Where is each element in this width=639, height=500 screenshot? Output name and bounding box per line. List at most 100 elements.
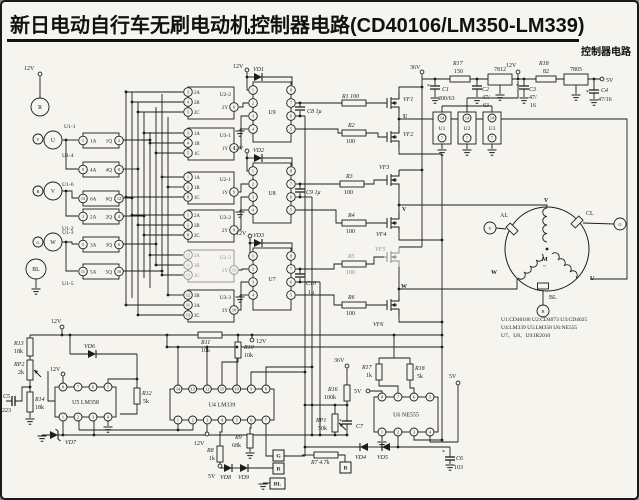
wire (366, 256, 384, 265)
label: * (516, 84, 519, 90)
pin-number: 12 (205, 387, 209, 392)
junction-dot (160, 175, 164, 179)
terminal-dot (455, 380, 461, 386)
gate-in-label: 5A (90, 270, 97, 276)
pin-circle (246, 415, 256, 425)
junction-dot (310, 403, 314, 407)
label: VF1 (403, 97, 413, 103)
pot-arrow (34, 370, 38, 374)
label: R11 (200, 340, 210, 346)
label: R18 (538, 61, 549, 67)
pin-number: 6 (250, 418, 253, 423)
terminal-dot (515, 69, 521, 75)
label: VF4 (376, 231, 386, 238)
label: 12V (256, 339, 267, 345)
label: 1μ (308, 290, 314, 296)
gate-in-label: 1C (194, 152, 200, 157)
capacitor-c9 (295, 188, 305, 193)
wire (62, 241, 78, 245)
power-stub-u2 (457, 111, 477, 145)
gate-u1-4 (82, 161, 120, 178)
mosfet-drain (391, 170, 400, 177)
pin-circle (78, 211, 88, 222)
junction-dot (310, 365, 314, 369)
label: 12V (24, 66, 35, 72)
gate-out-label: 2Y (222, 106, 229, 111)
label: VD7 (65, 440, 77, 446)
pin-number: 3 (252, 114, 254, 119)
pin-number: 12 (186, 253, 190, 258)
label: 12V (233, 146, 244, 152)
pin-number: 3 (413, 430, 415, 435)
chip-box (169, 388, 275, 421)
connector-rect (269, 477, 286, 490)
gate-u3-1 (187, 127, 235, 161)
junction-dot (392, 333, 396, 337)
pin-number: 14 (176, 387, 181, 392)
pin-circle (286, 166, 296, 176)
connector-u-circle (43, 130, 63, 150)
pin-circle (462, 113, 472, 123)
pin-circle (103, 382, 113, 392)
junction-dot (64, 240, 68, 244)
wire (239, 115, 248, 149)
wire (47, 371, 55, 402)
gate-in-label: 3C (194, 274, 200, 279)
pin-number: 5 (236, 418, 238, 423)
label: 63 (483, 103, 489, 109)
gate-in-label: 3B (194, 294, 200, 299)
diode-tri (254, 73, 262, 81)
pin-circle (202, 415, 212, 425)
pin-number: 6 (290, 195, 293, 200)
corner-note: 控制器电路 (581, 47, 631, 58)
wire (65, 242, 78, 272)
junction-dot (345, 433, 349, 437)
label: R10 (243, 345, 254, 351)
wire (250, 371, 305, 385)
junction-dot (440, 333, 444, 337)
connector-rect (272, 462, 285, 475)
gate-u1-5 (82, 263, 120, 280)
terminal-dot (244, 148, 250, 154)
junction-dot (245, 75, 249, 79)
label: 18k (14, 349, 23, 355)
label: M (542, 257, 548, 263)
pin-circle (78, 239, 88, 250)
pin-circle (217, 415, 227, 425)
label: C10 (306, 281, 316, 287)
pin-circle (261, 384, 271, 394)
gate-ref: U2-3 (220, 255, 232, 261)
label: R5 (347, 254, 355, 260)
mosfet-source (391, 183, 400, 190)
diode-tri (88, 350, 96, 358)
pin-number: 13 (186, 313, 190, 318)
label: 12V (506, 63, 517, 69)
pin-circle (114, 164, 124, 175)
label: U1:CD40106 U2:CD4073 U3:CD4025 (501, 317, 587, 323)
label: 10k (201, 348, 210, 354)
pin-number: 6 (233, 146, 236, 151)
resistor-r9 (246, 433, 254, 449)
label: R1 100 (341, 94, 359, 100)
resistor-r2 (341, 129, 367, 137)
pin-number: 6 (92, 385, 95, 390)
connector-w-circle (43, 232, 63, 252)
pin-circle (409, 427, 419, 437)
junction-dot (303, 370, 307, 374)
gate-ref: U1-5 (62, 281, 74, 287)
label: * (586, 90, 589, 96)
resistor-r18b (406, 363, 414, 381)
mosfet-arrow (391, 221, 396, 225)
label: C1 (442, 87, 449, 93)
pin-number: 2 (192, 418, 194, 423)
pin-circle (286, 179, 296, 189)
junction-dot (298, 114, 302, 118)
junction-dot (440, 320, 444, 324)
capacitor-c3 (519, 85, 529, 90)
label: C5 (3, 394, 10, 400)
pin-number: 7 (397, 395, 400, 400)
junction-dot (135, 377, 139, 381)
label: 12V (194, 441, 205, 447)
junction-dot (235, 345, 239, 349)
junction-dot (142, 233, 146, 237)
